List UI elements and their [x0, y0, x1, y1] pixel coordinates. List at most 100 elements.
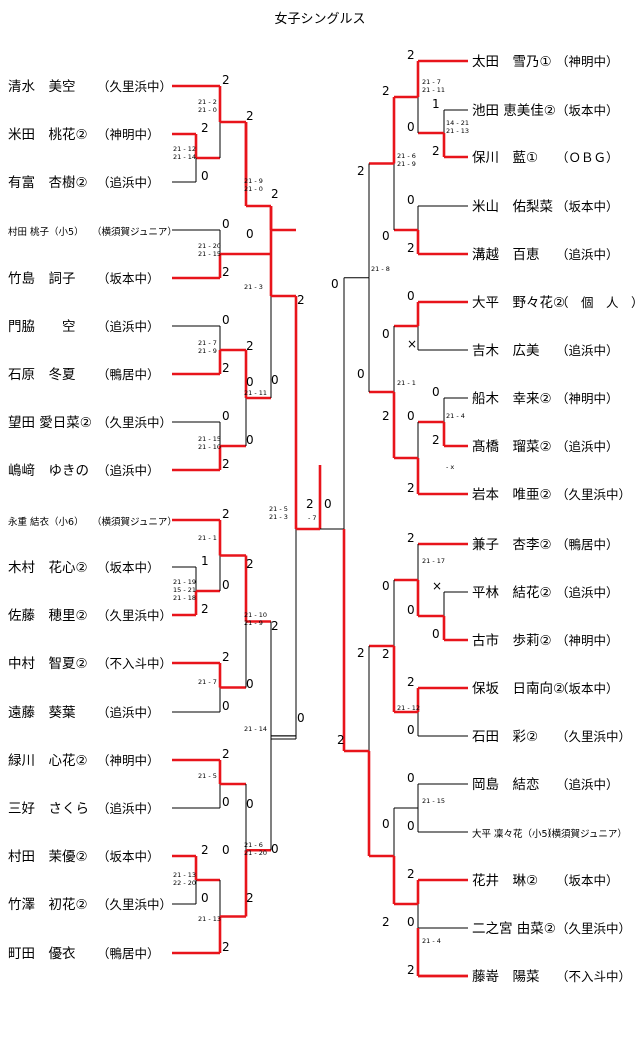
- result-mark: 0: [432, 627, 440, 641]
- result-mark: 0: [382, 229, 390, 243]
- match-score: 21 - 15: [198, 250, 221, 258]
- match-score: 21 - 0: [198, 106, 217, 114]
- match-score: 21 - 2: [198, 98, 217, 106]
- result-mark: 2: [337, 733, 345, 747]
- result-mark: 0: [297, 711, 305, 725]
- result-mark: 2: [201, 843, 209, 857]
- player-name: 町田 優衣: [8, 946, 76, 962]
- result-mark: 2: [271, 619, 279, 633]
- match-score: 22 - 20: [173, 879, 196, 887]
- player-team: （追浜中）: [556, 777, 619, 792]
- result-mark: 2: [271, 187, 279, 201]
- player-name: 平林 結花②: [472, 585, 552, 601]
- player-name: 保川 藍①: [472, 150, 538, 166]
- player-name: 古市 歩莉②: [472, 632, 552, 649]
- match-score: 21 - 7: [198, 678, 217, 686]
- result-mark: 2: [222, 265, 230, 279]
- player-team: （追浜中）: [556, 343, 619, 358]
- result-mark: 2: [222, 940, 230, 954]
- result-mark: 2: [246, 109, 254, 123]
- result-mark: 0: [407, 603, 415, 617]
- match-score: 21 - 9: [397, 160, 416, 168]
- result-mark: 2: [407, 481, 415, 495]
- match-score: 21 - 11: [422, 86, 445, 94]
- result-mark: 2: [222, 457, 230, 471]
- player-name: 有富 杏樹②: [8, 174, 88, 191]
- player-name: 岡島 結恋: [472, 776, 540, 793]
- player-team: （久里浜中）: [97, 608, 172, 623]
- result-mark: 0: [357, 367, 365, 381]
- result-mark: 2: [382, 915, 390, 929]
- match-score: 21 - 6: [244, 841, 263, 849]
- player-team: （ 個 人 ）: [556, 295, 640, 310]
- player-team: （坂本中）: [97, 849, 160, 864]
- player-name: 吉木 広美: [472, 343, 540, 359]
- player-team: （久里浜中）: [97, 79, 172, 94]
- player-team: （横須賀ジュニア）: [542, 828, 627, 840]
- result-mark: 0: [407, 193, 415, 207]
- player-name: 二之宮 由菜②: [472, 921, 556, 937]
- result-mark: 0: [246, 433, 254, 447]
- match-score: 21 - 5: [198, 772, 217, 780]
- match-score: 21 - 20: [244, 849, 267, 857]
- result-mark: 2: [246, 339, 254, 353]
- player-team: （追浜中）: [97, 801, 160, 816]
- player-team: （坂本中）: [556, 873, 619, 888]
- result-mark: 0: [407, 120, 415, 134]
- match-score: 15 - 21: [173, 586, 196, 594]
- result-mark: 0: [432, 385, 440, 399]
- result-mark: 2: [407, 675, 415, 689]
- match-score: 21 - 14: [244, 725, 267, 733]
- match-score: 21 - 12: [397, 704, 420, 712]
- match-score: 21 - 7: [198, 339, 217, 347]
- result-mark: 0: [407, 915, 415, 929]
- player-name: 太田 雪乃①: [472, 54, 552, 70]
- result-mark: 0: [246, 797, 254, 811]
- player-team: （坂本中）: [97, 560, 160, 575]
- result-mark: 2: [357, 646, 365, 660]
- result-mark: 2: [246, 891, 254, 905]
- match-score: 21 - 4: [422, 937, 441, 945]
- player-team: （久里浜中）: [556, 729, 631, 744]
- player-team: （追浜中）: [556, 247, 619, 262]
- match-score: 21 - 19: [173, 578, 196, 586]
- result-mark: 0: [222, 699, 230, 713]
- match-score: 21 - 13: [198, 915, 221, 923]
- match-score: 21 - 10: [244, 611, 267, 619]
- player-name: 佐藤 穂里②: [8, 608, 88, 624]
- player-team: （坂本中）: [556, 199, 619, 214]
- match-score: 21 - 3: [244, 283, 263, 291]
- player-name: 村田 桃子（小5）: [8, 226, 84, 238]
- result-mark: 0: [246, 677, 254, 691]
- player-name: 池田 恵美佳②: [472, 103, 556, 119]
- player-name: 保坂 日南向②: [472, 681, 565, 697]
- player-name: 嶋﨑 ゆきの: [8, 463, 89, 479]
- result-mark: 0: [222, 843, 230, 857]
- player-name: 村田 茉優②: [8, 848, 88, 865]
- result-mark: 1: [432, 97, 440, 111]
- result-mark: 0: [331, 277, 339, 291]
- result-mark: 2: [382, 647, 390, 661]
- match-score: 21 - 3: [269, 513, 288, 521]
- result-mark: 2: [432, 144, 440, 158]
- result-mark: 0: [407, 409, 415, 423]
- result-mark: 2: [201, 121, 209, 135]
- result-mark: 2: [382, 84, 390, 98]
- player-team: （神明中）: [556, 391, 619, 406]
- bracket-title: 女子シングルス: [274, 12, 366, 27]
- match-score: 21 - 4: [446, 412, 465, 420]
- player-name: 大平 野々花②: [472, 295, 565, 311]
- player-team: （不入斗中）: [97, 656, 172, 671]
- player-name: 花井 琳②: [472, 873, 538, 889]
- match-score: - 7: [308, 514, 317, 522]
- result-mark: 0: [201, 169, 209, 183]
- player-name: 永重 結衣（小6）: [8, 516, 84, 528]
- match-score: 21 - 12: [173, 145, 196, 153]
- player-name: 米田 桃花②: [8, 127, 88, 143]
- result-mark: 2: [357, 164, 365, 178]
- player-name: 中村 智夏②: [8, 656, 88, 672]
- player-team: （追浜中）: [97, 463, 160, 478]
- match-score: 21 - 14: [173, 153, 196, 161]
- player-team: （ＯＢＧ）: [556, 150, 619, 165]
- player-name: 髙橋 瑠菜②: [472, 438, 552, 455]
